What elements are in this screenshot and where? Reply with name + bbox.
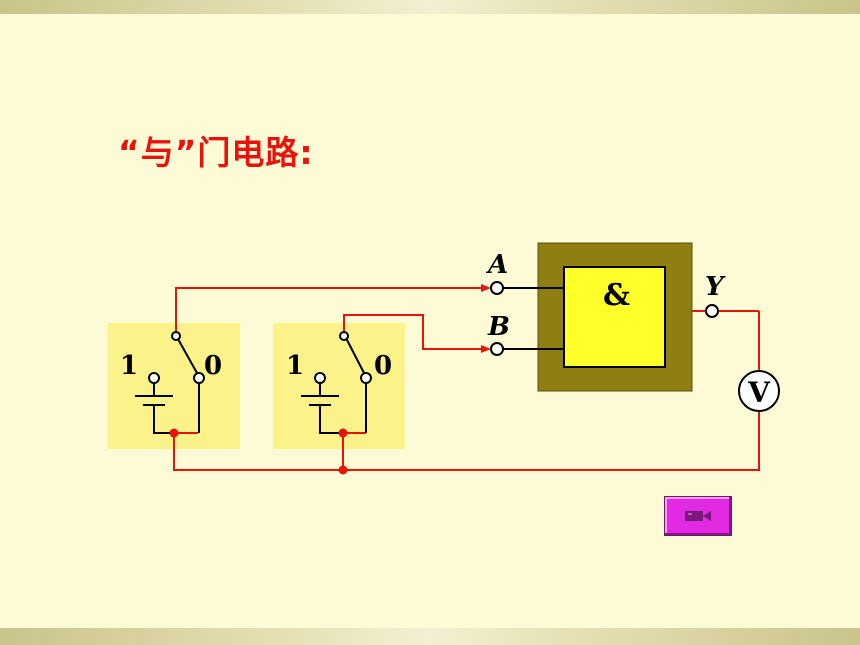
gate-leads	[503, 287, 564, 350]
terminal-b-label: B	[487, 312, 510, 342]
bottom-decor-band	[0, 628, 860, 645]
red-wires	[173, 287, 760, 471]
switch-1-label-on: 1	[120, 351, 138, 381]
switch-panel-1	[108, 323, 240, 449]
switch-1-label-off: 0	[204, 351, 222, 381]
wire-arrows	[481, 284, 491, 353]
terminal-y-label: Y	[705, 272, 726, 302]
and-gate-body	[563, 266, 666, 368]
switch-2-circuit	[301, 337, 367, 434]
video-camera-icon	[685, 511, 711, 521]
switch-2-label-off: 0	[374, 351, 392, 381]
junction-dots	[169, 428, 348, 475]
terminal-a-label: A	[485, 250, 508, 280]
top-decor-band	[0, 0, 860, 14]
page-title: “与”门电路:	[118, 133, 314, 172]
and-gate-symbol: &	[603, 278, 630, 313]
terminals	[490, 281, 719, 356]
play-video-button[interactable]	[664, 496, 732, 536]
switch-contacts	[148, 331, 372, 384]
voltmeter-symbol: V	[747, 376, 771, 409]
voltmeter	[738, 370, 780, 412]
switch-2-label-on: 1	[286, 351, 304, 381]
switch-1-circuit	[135, 338, 200, 434]
switch-panel-2	[273, 323, 405, 449]
